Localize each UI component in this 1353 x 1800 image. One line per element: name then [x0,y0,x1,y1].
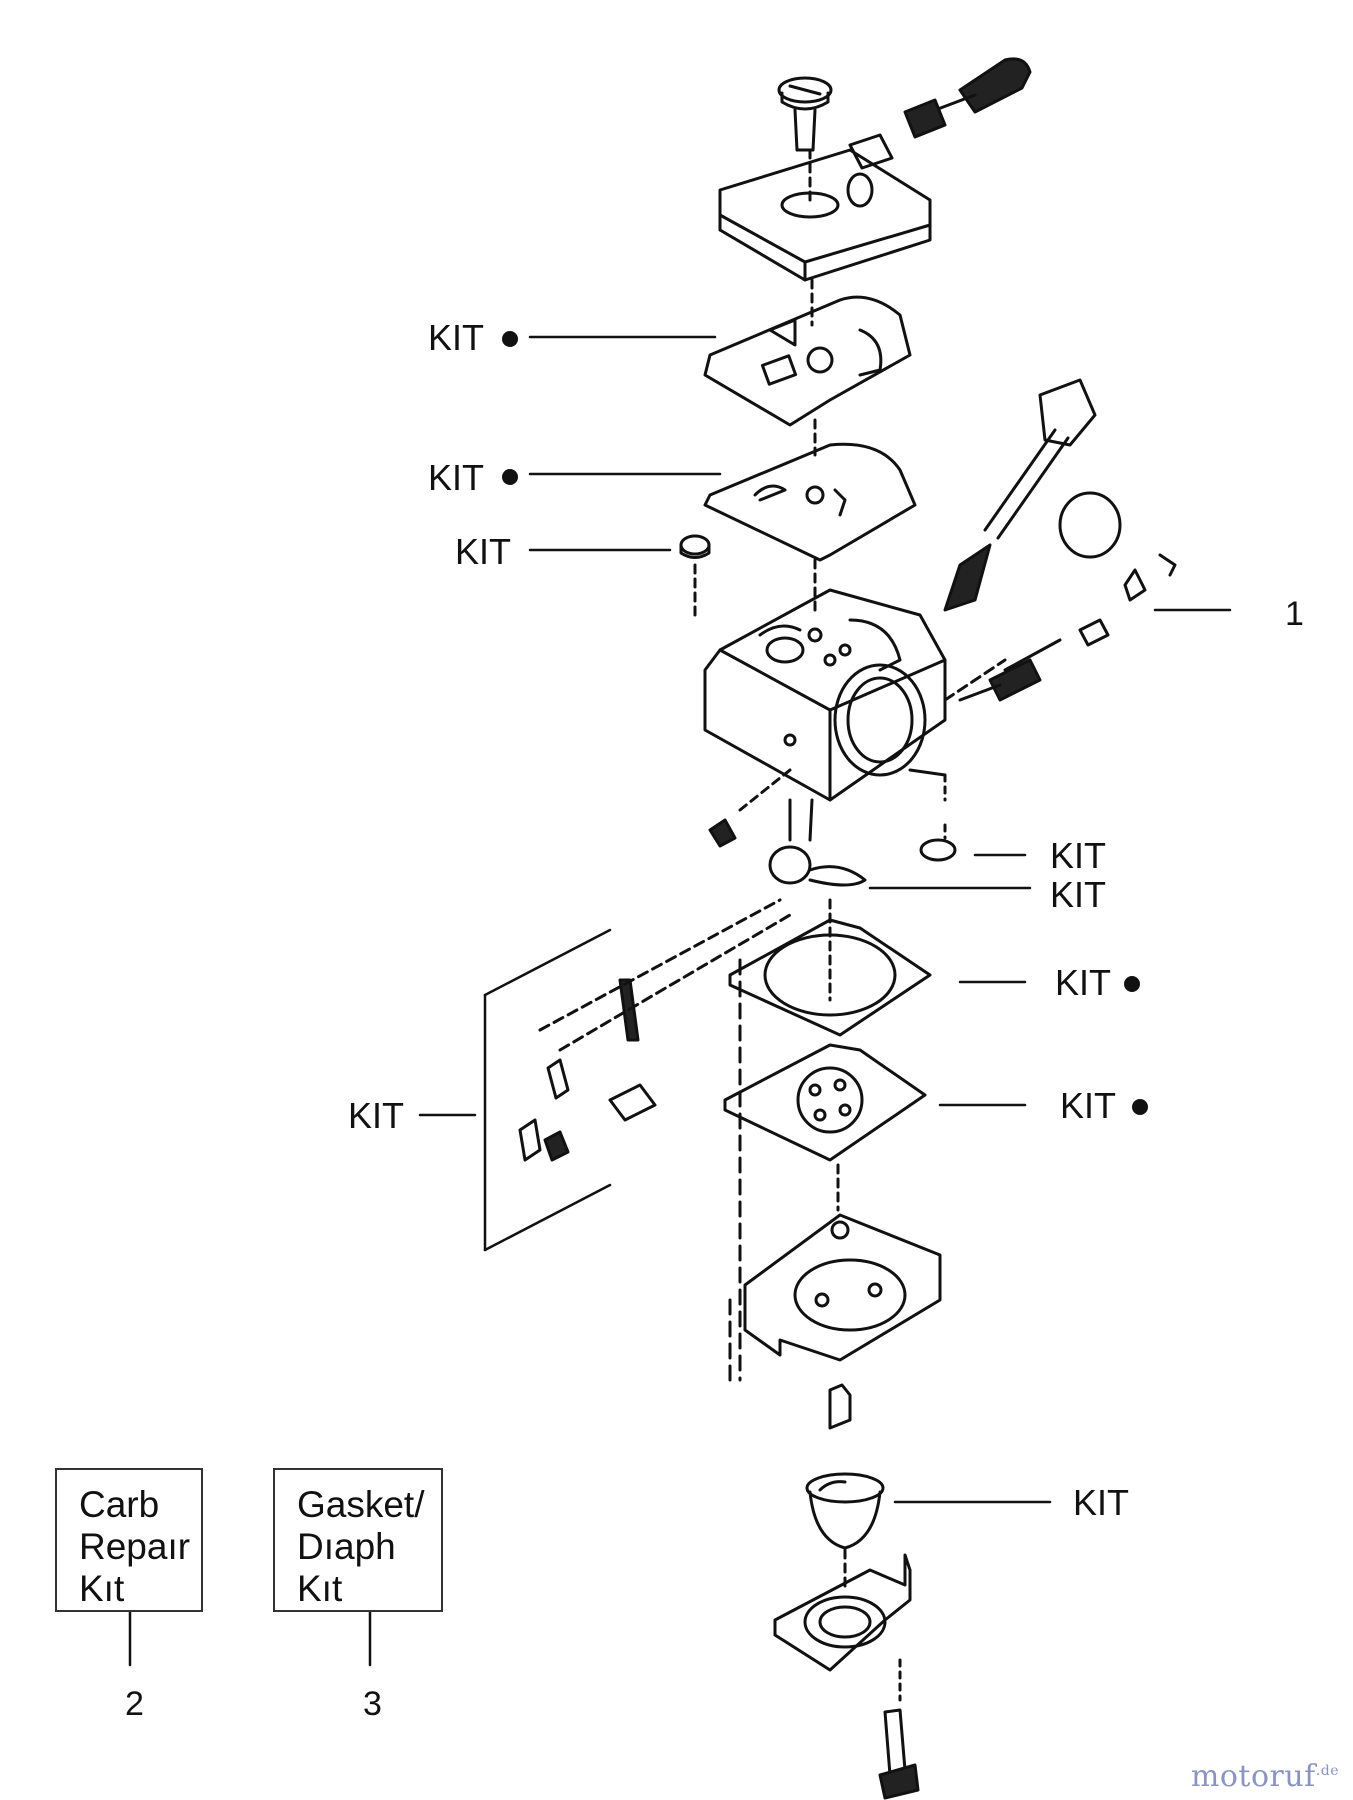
gasket-diaph-kit-box: Gasket/ Dıaph Kıt [273,1468,443,1612]
kit-label-1: KIT [428,317,484,358]
kit-label-5: KIT [1050,874,1106,915]
kit-label-9: KIT [1073,1482,1129,1523]
pump-cover-screw [828,1383,852,1430]
gasket-diaph-line-2: Dıaph [297,1526,396,1567]
kit-bullets [502,331,1148,1115]
kit-label-3: KIT [455,531,511,572]
throttle-shaft [943,378,1177,612]
part-number-1: 1 [1285,595,1304,633]
pump-cover [743,1213,942,1362]
kit-label-8: KIT [348,1095,404,1136]
watermark-suffix: .de [1315,1763,1339,1779]
primer-retainer [773,1553,912,1672]
adjustment-needle-top [848,57,1032,170]
metering-cover [718,148,932,282]
cover-screw [777,76,833,152]
inlet-lever [768,798,867,887]
carb-repair-line-2: Repaır [79,1526,191,1567]
carb-repair-line-1: Carb [79,1484,160,1525]
kit-label-2: KIT [428,457,484,498]
inlet-needle-seat [679,534,711,559]
gasket-diaph-line-3: Kıt [297,1568,343,1609]
carb-repair-kit-box: Carb Repaır Kıt [55,1468,203,1612]
part-number-3: 3 [363,1685,382,1723]
kit-label-6: KIT [1055,962,1111,1003]
watermark-text: motoruf [1190,1759,1316,1794]
metering-diaphragm [703,442,917,562]
kit-label-4: KIT [1050,835,1106,876]
retainer-screw [878,1708,920,1800]
inlet-needle-parts [518,898,792,1162]
mixture-needles [958,618,1110,702]
part-number-2: 2 [125,1685,144,1723]
kit-label-7: KIT [1060,1085,1116,1126]
pump-diaphragm [723,1043,927,1162]
watermark-logo: motoruf.de [1191,1759,1339,1794]
gasket-diaph-line-1: Gasket/ [297,1484,425,1525]
primer-bulb [805,1472,885,1550]
metering-gasket [703,295,912,427]
kit-group-bracket [483,928,612,1252]
carburetor-body [703,588,947,802]
carb-repair-line-3: Kıt [79,1568,125,1609]
leader-lines [128,335,1232,1667]
